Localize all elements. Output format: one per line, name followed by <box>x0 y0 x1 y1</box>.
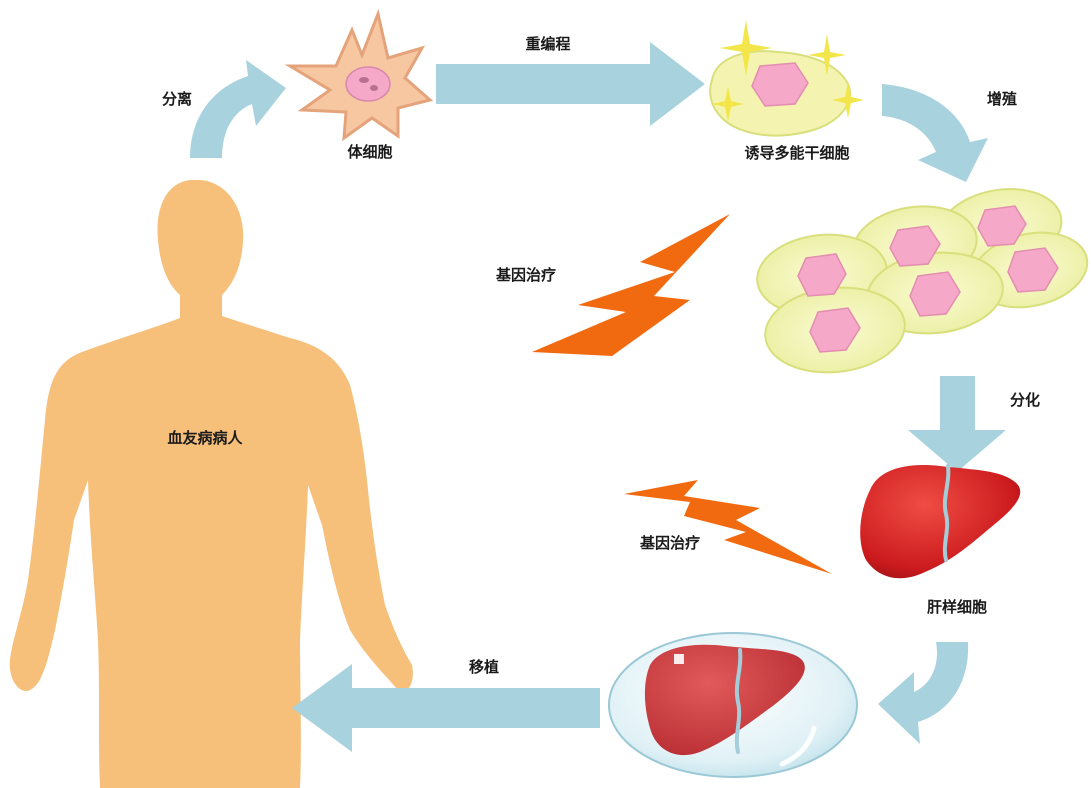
separation-arrow: 分离 <box>162 60 286 158</box>
ipsc-label: 诱导多能干细胞 <box>744 144 849 162</box>
left-arrow-icon <box>292 664 600 752</box>
hepatocyte-liver: 肝样细胞 <box>860 465 1020 616</box>
lightning-bolt-icon <box>624 480 832 574</box>
encapsulated-liver <box>609 633 857 777</box>
gene-therapy-2: 基因治疗 <box>624 480 832 574</box>
patient-label: 血友病病人 <box>167 429 243 447</box>
reprogramming-arrow: 重编程 <box>436 35 705 126</box>
gene-therapy-label-2: 基因治疗 <box>639 534 700 552</box>
separation-label: 分离 <box>162 90 192 108</box>
liver-icon <box>860 465 1020 578</box>
cell-cluster <box>753 180 1091 379</box>
proliferation-arrow: 增殖 <box>882 84 1017 182</box>
right-arrow-icon <box>436 42 705 126</box>
hepatocyte-label: 肝样细胞 <box>927 598 987 616</box>
curved-arrow-icon <box>882 84 988 182</box>
down-arrow-icon <box>908 376 1006 472</box>
lightning-bolt-icon <box>532 214 730 356</box>
return-arrow <box>878 642 968 744</box>
ipsc-cell: 诱导多能干细胞 <box>710 20 864 162</box>
curved-arrow-icon <box>878 642 968 744</box>
gene-therapy-label-1: 基因治疗 <box>495 266 556 284</box>
differentiation-label: 分化 <box>1010 391 1040 409</box>
curved-arrow-icon <box>190 60 286 158</box>
gene-therapy-1: 基因治疗 <box>495 214 730 356</box>
somatic-cell-label: 体细胞 <box>347 143 392 161</box>
transplantation-label: 移植 <box>469 658 499 676</box>
nucleus-icon <box>346 67 390 101</box>
transplantation-arrow: 移植 <box>292 658 600 752</box>
reprogramming-label: 重编程 <box>525 35 570 53</box>
differentiation-arrow: 分化 <box>908 376 1040 472</box>
proliferation-label: 增殖 <box>987 90 1017 108</box>
somatic-cell: 体细胞 <box>290 14 430 161</box>
